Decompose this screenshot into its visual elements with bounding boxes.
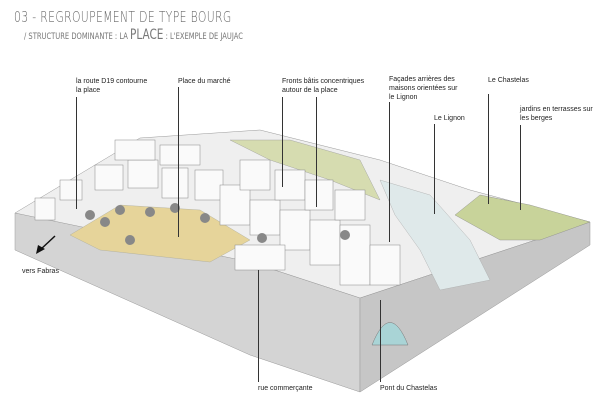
- leader-line: [316, 97, 317, 207]
- river-lignon: [379, 179, 491, 291]
- label-line: jardins en terrasses sur: [520, 106, 593, 113]
- label-line: Fronts bâtis concentriques: [282, 78, 365, 85]
- bridge-arch: [371, 322, 409, 346]
- label-fronts-batis: Fronts bâtis concentriques autour de la p…: [282, 77, 364, 95]
- leader-line: [258, 270, 259, 382]
- leader-line: [389, 102, 390, 242]
- label-jardins-terrasses: jardins en terrasses sur les berges: [520, 105, 593, 123]
- block-right-face: [359, 221, 591, 393]
- trees: [85, 203, 350, 245]
- leader-line: [380, 300, 381, 382]
- leader-line: [434, 124, 435, 214]
- leader-line: [488, 94, 489, 204]
- arrow-head-icon: [36, 245, 45, 254]
- leader-line: [76, 97, 77, 209]
- label-vers-fabras: vers Fabras: [22, 268, 59, 275]
- label-pont-du-chastelas: Pont du Chastelas: [380, 385, 438, 392]
- label-facades-arrieres: Façades arrières des maisons orientées su…: [389, 75, 457, 102]
- subtitle-emphasis: PLACE: [130, 27, 164, 43]
- label-place-du-marche: Place du marché: [178, 78, 231, 85]
- label-line: maisons orientées sur: [389, 85, 458, 92]
- label-le-lignon: Le Lignon: [434, 115, 465, 122]
- subtitle-prefix: / STRUCTURE DOMINANTE : LA: [24, 32, 128, 42]
- label-line: autour de la place: [282, 87, 338, 94]
- label-line: la route D19 contourne: [76, 78, 148, 85]
- diagram-subtitle: / STRUCTURE DOMINANTE : LA PLACE : L'EXE…: [24, 27, 243, 43]
- label-rue-commercante: rue commerçante: [258, 385, 313, 392]
- label-line: la place: [76, 87, 101, 94]
- label-route-d19: la route D19 contourne la place: [76, 77, 147, 95]
- label-line: le Lignon: [389, 94, 418, 101]
- leader-line: [282, 97, 283, 187]
- label-line: les berges: [520, 115, 553, 122]
- leader-line: [178, 87, 179, 237]
- diagram-title: 03 - REGROUPEMENT DE TYPE BOURG: [14, 8, 232, 26]
- label-le-chastelas: Le Chastelas: [488, 77, 529, 84]
- leader-line: [520, 125, 521, 210]
- subtitle-suffix: : L'EXEMPLE DE JAUJAC: [165, 32, 243, 42]
- gardens-terraces: [454, 194, 591, 241]
- label-line: Façades arrières des: [389, 76, 455, 83]
